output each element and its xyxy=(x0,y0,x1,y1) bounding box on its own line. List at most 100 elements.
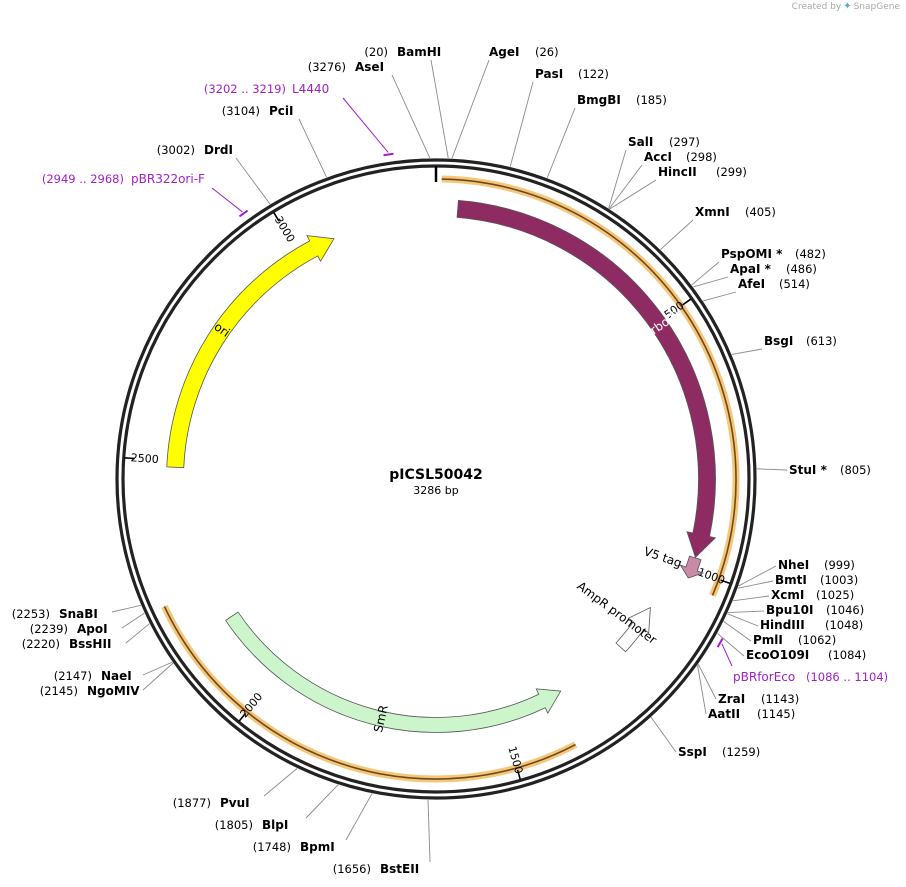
primer-l4440[interactable]: (3202 .. 3219) L4440 xyxy=(204,82,329,96)
site-name: HindIII xyxy=(760,618,805,632)
site-xcmi[interactable]: XcmI (1025) xyxy=(771,588,854,602)
site-leader-line xyxy=(650,717,677,753)
site-position: (1748) xyxy=(253,840,291,854)
site-bmti[interactable]: BmtI (1003) xyxy=(775,573,858,587)
site-position: (1048) xyxy=(825,618,863,632)
site-leader-line xyxy=(235,157,271,205)
plasmid-name: pICSL50042 xyxy=(389,467,482,483)
primer-leader-line xyxy=(721,643,733,667)
feature-arrow-turboid[interactable] xyxy=(456,199,717,559)
feature-arrow-smr[interactable] xyxy=(225,611,562,733)
tick-mark xyxy=(238,712,247,722)
site-name: SalI xyxy=(628,135,653,149)
site-pasi[interactable]: PasI (122) xyxy=(535,67,609,81)
site-stui[interactable]: StuI * (805) xyxy=(789,463,871,477)
site-afei[interactable]: AfeI (514) xyxy=(738,277,810,291)
site-zrai[interactable]: ZraI (1143) xyxy=(718,692,799,706)
site-blpi[interactable]: (1805) BlpI xyxy=(215,818,289,832)
site-naei[interactable]: (2147) NaeI xyxy=(54,669,132,683)
site-pvui[interactable]: (1877) PvuI xyxy=(173,796,250,810)
site-agei[interactable]: AgeI (26) xyxy=(489,45,559,59)
site-apai[interactable]: ApaI * (486) xyxy=(730,262,817,276)
site-pmli[interactable]: PmlI (1062) xyxy=(753,633,836,647)
site-leader-line xyxy=(660,219,694,250)
site-nhei[interactable]: NheI (999) xyxy=(778,558,855,572)
site-bsgi[interactable]: BsgI (613) xyxy=(764,334,837,348)
primer-pbrforeco[interactable]: pBRforEco (1086 .. 1104) xyxy=(733,670,888,684)
site-name: BssHII xyxy=(69,637,111,651)
site-bsteii[interactable]: (1656) BstEII xyxy=(333,862,419,876)
primer-binding-mark xyxy=(238,209,249,218)
feature-strand-line xyxy=(163,606,576,780)
site-position: (298) xyxy=(686,150,717,164)
site-leader-line xyxy=(509,81,534,167)
site-name: PvuI xyxy=(220,796,250,810)
site-leader-line xyxy=(609,179,657,210)
primer-binding-mark xyxy=(716,637,724,648)
site-leader-line xyxy=(263,768,298,797)
site-name: AfeI xyxy=(738,277,765,291)
tick-mark xyxy=(720,579,731,585)
site-bpmi[interactable]: (1748) BpmI xyxy=(253,840,335,854)
site-position: (1259) xyxy=(722,745,760,759)
site-position: (2145) xyxy=(40,684,78,698)
site-snabi[interactable]: (2253) SnaBI xyxy=(12,607,98,621)
site-ngomiv[interactable]: (2145) NgoMIV xyxy=(40,684,141,698)
site-hincii[interactable]: HincII (299) xyxy=(658,165,747,179)
site-bmgbi[interactable]: BmgBI (185) xyxy=(577,93,667,107)
site-leader-line xyxy=(427,799,431,863)
site-name: ZraI xyxy=(718,692,745,706)
site-hindiii[interactable]: HindIII (1048) xyxy=(760,618,863,632)
site-name: PasI xyxy=(535,67,563,81)
tick-mark xyxy=(273,212,280,222)
site-name: PmlI xyxy=(753,633,783,647)
feature-arrow-ori[interactable] xyxy=(166,235,335,469)
site-name: XcmI xyxy=(771,588,804,602)
site-leader-line xyxy=(691,261,720,286)
site-leader-line xyxy=(142,662,174,691)
site-xmni[interactable]: XmnI (405) xyxy=(695,205,776,219)
primer-name: pBR322ori-F xyxy=(131,172,205,186)
site-position: (514) xyxy=(779,277,810,291)
site-pcii[interactable]: (3104) PciI xyxy=(222,104,294,118)
site-name: SnaBI xyxy=(59,607,98,621)
primer-pbr322ori-f[interactable]: (2949 .. 2968) pBR322ori-F xyxy=(42,172,205,186)
tick-label: 2500 xyxy=(130,451,159,466)
site-acci[interactable]: AccI (298) xyxy=(644,150,717,164)
site-sali[interactable]: SalI (297) xyxy=(628,135,700,149)
site-position: (805) xyxy=(840,463,871,477)
site-aatii[interactable]: AatII (1145) xyxy=(708,707,795,721)
site-position: (1656) xyxy=(333,862,371,876)
feature-arrow-v5tag[interactable] xyxy=(679,555,705,579)
primer-range: (2949 .. 2968) xyxy=(42,172,124,186)
primer-range: (1086 .. 1104) xyxy=(806,670,888,684)
primer-leader-line xyxy=(211,187,243,213)
site-apoi[interactable]: (2239) ApoI xyxy=(30,622,108,636)
site-name: AseI xyxy=(355,60,384,74)
site-bamhi[interactable]: (20) BamHI xyxy=(364,45,441,59)
site-ecoo109i[interactable]: EcoO109I (1084) xyxy=(746,648,866,662)
site-drdi[interactable]: (3002) DrdI xyxy=(157,143,233,157)
site-leader-line xyxy=(125,623,150,644)
feature-arrow-ampr-promoter[interactable] xyxy=(615,606,651,653)
site-name: BlpI xyxy=(262,818,288,832)
site-leader-line xyxy=(142,661,173,676)
site-name: XmnI xyxy=(695,205,730,219)
site-pspomi[interactable]: PspOMI * (482) xyxy=(721,247,826,261)
site-name: ApoI xyxy=(77,622,108,636)
outer-ring xyxy=(115,158,757,800)
primer-leader-line xyxy=(342,97,389,153)
site-asei[interactable]: (3276) AseI xyxy=(308,60,384,74)
site-bpu10i[interactable]: Bpu10I (1046) xyxy=(766,603,864,617)
tick-mark xyxy=(124,457,135,460)
site-position: (297) xyxy=(669,135,700,149)
site-position: (122) xyxy=(578,67,609,81)
snapgene-logo-icon: ✦ xyxy=(843,1,852,12)
site-sspi[interactable]: SspI (1259) xyxy=(678,745,760,759)
site-leader-line xyxy=(732,595,770,602)
primer-name: pBRforEco xyxy=(733,670,795,684)
site-bsshii[interactable]: (2220) BssHII xyxy=(22,637,112,651)
leader-lines xyxy=(111,59,788,863)
site-position: (2239) xyxy=(30,622,68,636)
